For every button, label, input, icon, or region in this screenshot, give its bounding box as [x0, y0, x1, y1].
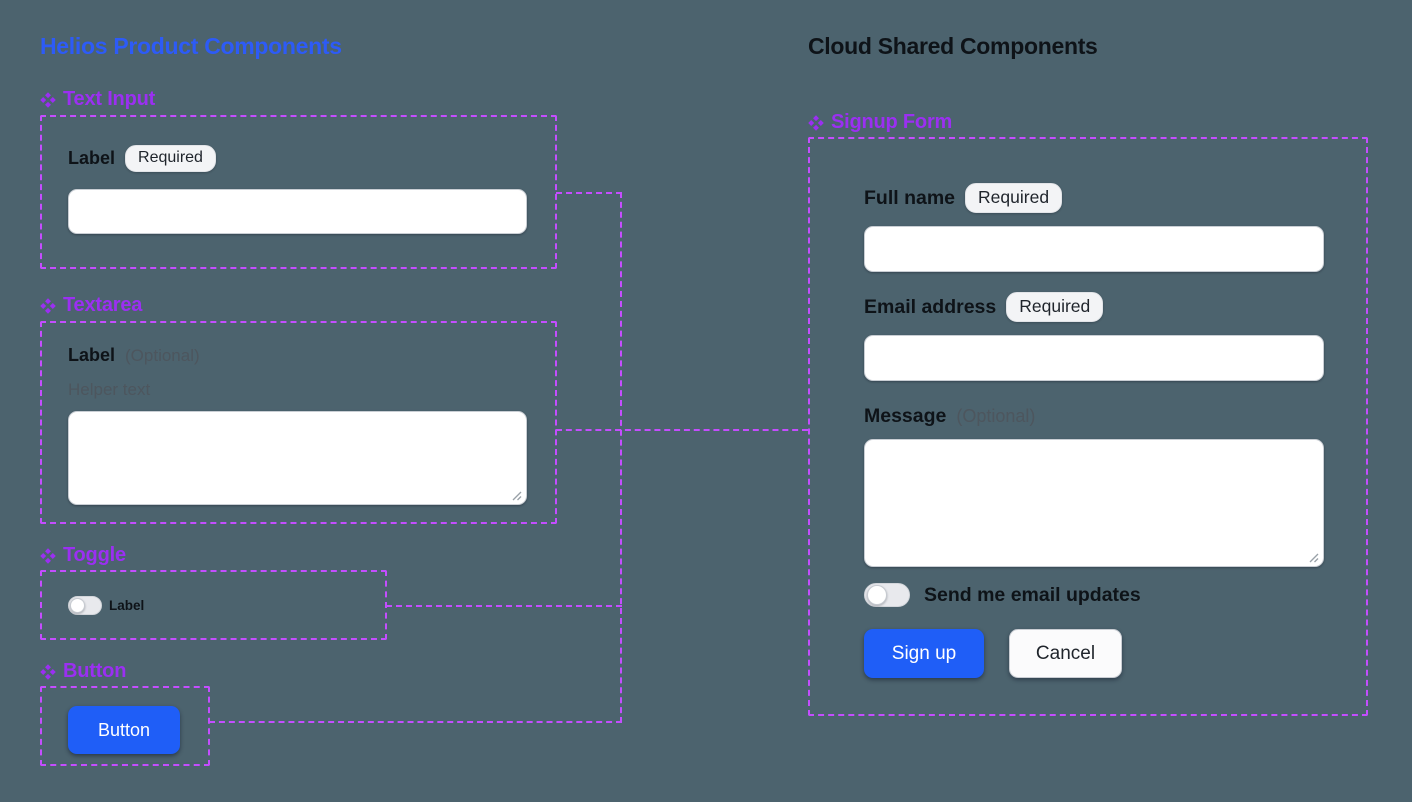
required-badge: Required [965, 183, 1063, 213]
component-header-label: Signup Form [831, 111, 953, 133]
signup-form-frame: Full name Required Email address Require… [808, 137, 1368, 716]
connector-button [209, 721, 622, 723]
textarea-field[interactable] [68, 411, 527, 505]
email-updates-toggle[interactable] [864, 583, 910, 607]
right-panel-title: Cloud Shared Components [808, 33, 1098, 59]
text-input-frame: Label Required [40, 115, 557, 269]
text-input-component-header: Text Input [40, 88, 155, 111]
toggle-switch[interactable] [68, 596, 102, 615]
email-input[interactable] [864, 335, 1324, 381]
toggle-label: Label [109, 598, 145, 613]
textarea-label: Label [68, 345, 116, 365]
email-updates-label: Send me email updates [924, 584, 1141, 606]
required-badge: Required [1006, 292, 1104, 322]
textarea-component-header: Textarea [40, 294, 142, 317]
message-label: Message [864, 405, 947, 427]
toggle-frame: Label [40, 570, 387, 640]
toggle-component-header: Toggle [40, 544, 126, 567]
cancel-button[interactable]: Cancel [1009, 629, 1122, 678]
textarea-frame: Label (Optional) Helper text [40, 321, 557, 524]
email-label: Email address [864, 295, 997, 318]
toggle-knob[interactable] [70, 598, 85, 613]
signup-form-component-header: Signup Form [808, 111, 952, 134]
text-input-field[interactable] [68, 189, 527, 234]
component-icon [40, 297, 56, 314]
button-frame: Button [40, 686, 210, 766]
text-input-label: Label [68, 148, 116, 168]
component-header-label: Button [63, 660, 127, 682]
required-badge: Required [125, 145, 216, 172]
helper-text: Helper text [68, 380, 151, 399]
component-header-label: Textarea [63, 294, 143, 316]
toggle-knob[interactable] [867, 585, 887, 605]
component-header-label: Text Input [63, 88, 156, 110]
connector-vertical-spine [620, 192, 622, 723]
component-icon [40, 663, 56, 680]
full-name-input[interactable] [864, 226, 1324, 272]
optional-hint: (Optional) [125, 345, 200, 365]
connector-text-input [556, 192, 622, 194]
full-name-label: Full name [864, 186, 956, 209]
sample-button[interactable]: Button [68, 706, 180, 754]
optional-hint: (Optional) [956, 406, 1036, 426]
connector-textarea-to-form [556, 429, 808, 431]
button-component-header: Button [40, 660, 126, 683]
message-textarea[interactable] [864, 439, 1324, 567]
left-panel-title: Helios Product Components [40, 33, 342, 59]
component-icon [40, 91, 56, 108]
component-icon [808, 114, 824, 131]
connector-toggle [386, 605, 622, 607]
sign-up-button[interactable]: Sign up [864, 629, 984, 678]
component-header-label: Toggle [63, 544, 126, 566]
component-icon [40, 547, 56, 564]
